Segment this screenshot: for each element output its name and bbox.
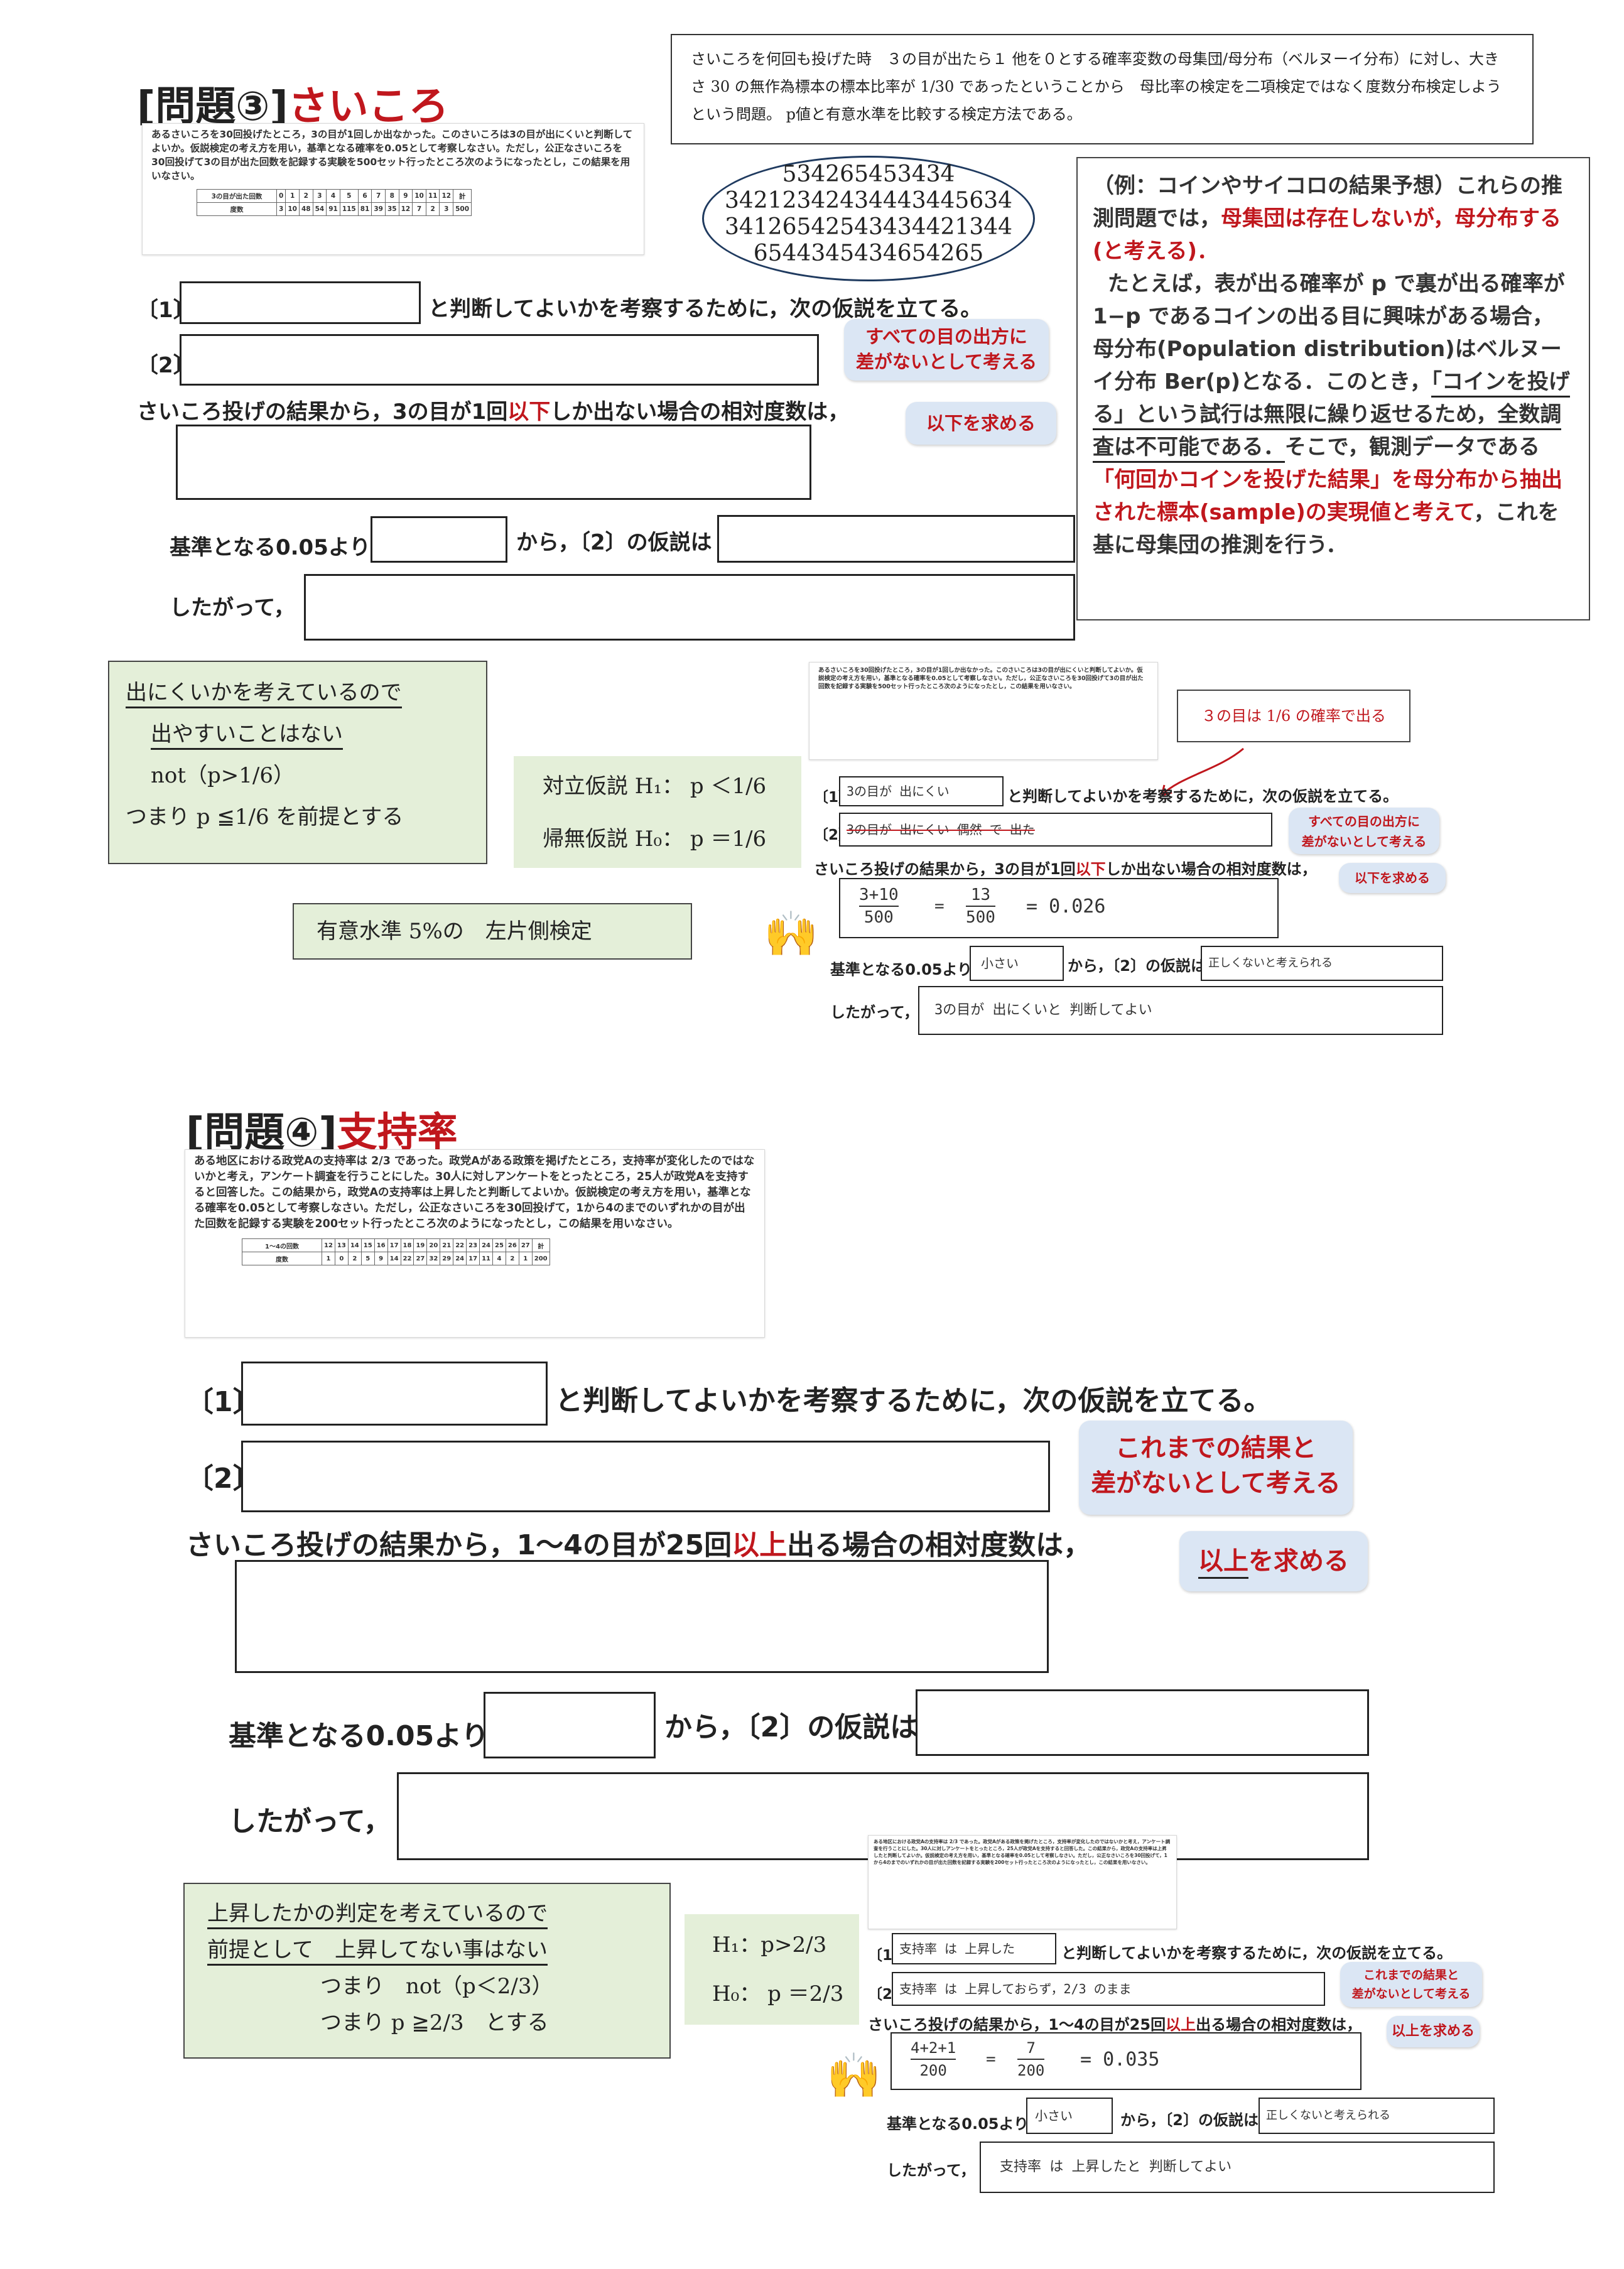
p4-q4-mid: から，〔2〕の仮説は: [664, 1711, 918, 1743]
p4s-q4-mid: から，〔2〕の仮説は: [1120, 2111, 1259, 2129]
p4-bubble-above: 以上を求める: [1179, 1531, 1368, 1591]
problem3-text: あるさいころを30回投げたところ，3の目が1回しか出なかった。このさいころは3の…: [151, 129, 633, 181]
p4s-q2-answer: 支持率 は 上昇しておらず，2/3 のまま: [892, 1972, 1325, 2006]
p3-q4-mid: から，〔2〕の仮説は: [516, 530, 712, 555]
problem4-title: [問題④]支持率: [186, 1110, 458, 1156]
p4s-q1-answer: 支持率 は 上昇した: [892, 1933, 1056, 1964]
p3-q4-text: 基準となる0.05より: [170, 535, 371, 560]
p3s-bubble-all-same: すべての目の出方に差がないとして考える: [1289, 808, 1439, 854]
p3s-q3-text: さいころ投げの結果から，3の目が1回以下しか出ない場合の相対度数は，: [814, 860, 1317, 878]
p3s-q4-mid: から，〔2〕の仮説は: [1068, 957, 1206, 975]
p3-q5-answer-box[interactable]: [304, 574, 1075, 641]
p4-hypotheses: H₁：p>2/3 H₀： p ＝2/3: [685, 1914, 859, 2025]
digits-row-1: 534265453434: [782, 161, 955, 187]
digits-row-2: 34212342434443445634: [724, 188, 1013, 214]
p4-q2-answer-box[interactable]: [241, 1441, 1050, 1512]
p4s-q1-suffix: と判断してよいかを考察するために，次の仮説を立てる。: [1061, 1944, 1453, 1962]
p3s-q5-answer: 3の目が 出にくいと 判断してよい: [918, 986, 1443, 1035]
p3-q1-answer-box[interactable]: [180, 281, 421, 324]
p3-bubble-below: 以下を求める: [906, 402, 1056, 445]
p4s-q5-text: したがって，: [887, 2162, 976, 2179]
side-note: （例：コインやサイコロの結果予想）これらの推測問題では，母集団は存在しないが，母…: [1076, 157, 1590, 620]
p4-q4-answer-box-2[interactable]: [916, 1689, 1369, 1756]
p4s-q4-text: 基準となる0.05より: [887, 2115, 1029, 2133]
p3s-q1-answer: 3の目が 出にくい: [839, 776, 1004, 806]
p3-q3-answer-box[interactable]: [176, 425, 811, 500]
p3-prob-note: ３の目は 1/6 の確率で出る: [1177, 690, 1410, 742]
p3-hypotheses: 対立仮説 H₁： p ＜1/6 帰無仮説 H₀： p ＝1/6: [514, 756, 801, 868]
p4s-q4-answer-1: 小さい: [1026, 2098, 1113, 2134]
p3-q5-text: したがって，: [170, 595, 295, 620]
digits-ellipse: 534265453434 34212342434443445634 341265…: [702, 156, 1035, 281]
p3-q2-answer-box[interactable]: [180, 334, 819, 386]
p3s-q4-answer-2: 正しくないと考えられる: [1201, 946, 1443, 981]
p4-q1-suffix: と判断してよいかを考察するために，次の仮説を立てる。: [555, 1385, 1272, 1417]
p4s-bubble-diff: これまでの結果と差がないとして考える: [1340, 1962, 1482, 2007]
p4s-q5-answer: 支持率 は 上昇したと 判断してよい: [980, 2142, 1495, 2193]
p4s-bubble-above: 以上を求める: [1387, 2016, 1480, 2047]
p3s-q3-answer: 3+10 500 = 13 500 = 0.026: [839, 878, 1279, 938]
p3s-q1-suffix: と判断してよいかを考察するために，次の仮説を立てる。: [1007, 788, 1399, 805]
p4-q4-text: 基準となる0.05より: [229, 1720, 489, 1752]
p3-significance: 有意水準 5%の 左片側検定: [293, 903, 692, 960]
p3s-q2-answer: 3の目が 出にくい 偶然 で 出た: [839, 813, 1272, 847]
person-icon-2: 🙌: [826, 2050, 882, 2101]
digits-row-4: 654434543465426​5: [753, 241, 984, 266]
p3s-q4-text: 基準となる0.05より: [830, 961, 973, 978]
p3s-bubble-below: 以下を求める: [1339, 863, 1446, 893]
p4s-q4-answer-2: 正しくないと考えられる: [1259, 2098, 1495, 2134]
p4s-q3-text: さいころ投げの結果から，1〜4の目が25回以上出る場合の相対度数は，: [868, 2016, 1362, 2033]
p4-solution-scan: ある地区における政党Aの支持率は 2/3 であった。政党Aがある政策を掲げたとこ…: [868, 1835, 1177, 1929]
p3-green-reasoning: 出にくいかを考えているので 出やすいことはない not（p>1/6） つまり p…: [108, 661, 487, 864]
p3-h0: 帰無仮説 H₀： p ＝1/6: [543, 826, 767, 852]
p3-arrow-icon: [1161, 747, 1244, 796]
problem3-title: [問題③]さいころ: [137, 84, 449, 130]
p3s-q5-text: したがって，: [830, 1004, 919, 1021]
p4-h1: H₁：p>2/3: [712, 1932, 827, 1958]
person-icon: 🙌: [764, 908, 819, 960]
p3-h1: 対立仮説 H₁： p ＜1/6: [543, 774, 767, 799]
p3-q1-suffix: と判断してよいかを考察するために，次の仮説を立てる。: [428, 296, 982, 322]
p4-q4-answer-box-1[interactable]: [484, 1692, 656, 1758]
p4-q5-text: したがって，: [229, 1806, 391, 1838]
problem3-scan: あるさいころを30回投げたところ，3の目が1回しか出なかった。このさいころは3の…: [142, 123, 644, 255]
p4-q1-answer-box[interactable]: [241, 1362, 548, 1426]
p3-q4-answer-box-1[interactable]: [371, 516, 507, 563]
p3s-q4-answer-1: 小さい: [970, 946, 1064, 981]
p4-q3-answer-box[interactable]: [235, 1560, 1049, 1673]
p4-h0: H₀： p ＝2/3: [712, 1981, 844, 2006]
p4-bubble-diff: これまでの結果と差がないとして考える: [1079, 1421, 1353, 1515]
p3-bubble-all-same: すべての目の出方に差がないとして考える: [844, 319, 1049, 381]
top-note: さいころを何回も投げた時 ３の目が出たら１ 他を０とする確率変数の母集団/母分布…: [671, 34, 1534, 144]
p4-q3-text: さいころ投げの結果から，1〜4の目が25回以上出る場合の相対度数は，: [186, 1529, 1091, 1561]
digits-row-3: 34126542543434421344: [724, 214, 1013, 240]
problem4-text: ある地区における政党Aの支持率は 2/3 であった。政党Aがある政策を掲げたとこ…: [194, 1155, 755, 1230]
p3-q3-text: さいころ投げの結果から，3の目が1回以下しか出ない場合の相対度数は，: [137, 399, 850, 425]
p4-green-reasoning: 上昇したかの判定を考えているので 前提として 上昇してない事はない つまり no…: [183, 1883, 671, 2059]
p3-q4-answer-box-2[interactable]: [717, 515, 1075, 563]
problem4-scan: ある地区における政党Aの支持率は 2/3 であった。政党Aがある政策を掲げたとこ…: [185, 1149, 765, 1338]
p3-solution-scan: あるさいころを30回投げたところ，3の目が1回しか出なかった。このさいころは3の…: [809, 662, 1158, 760]
p4s-q3-answer: 4+2+1 200 = 7 200 = 0.035: [890, 2032, 1361, 2090]
